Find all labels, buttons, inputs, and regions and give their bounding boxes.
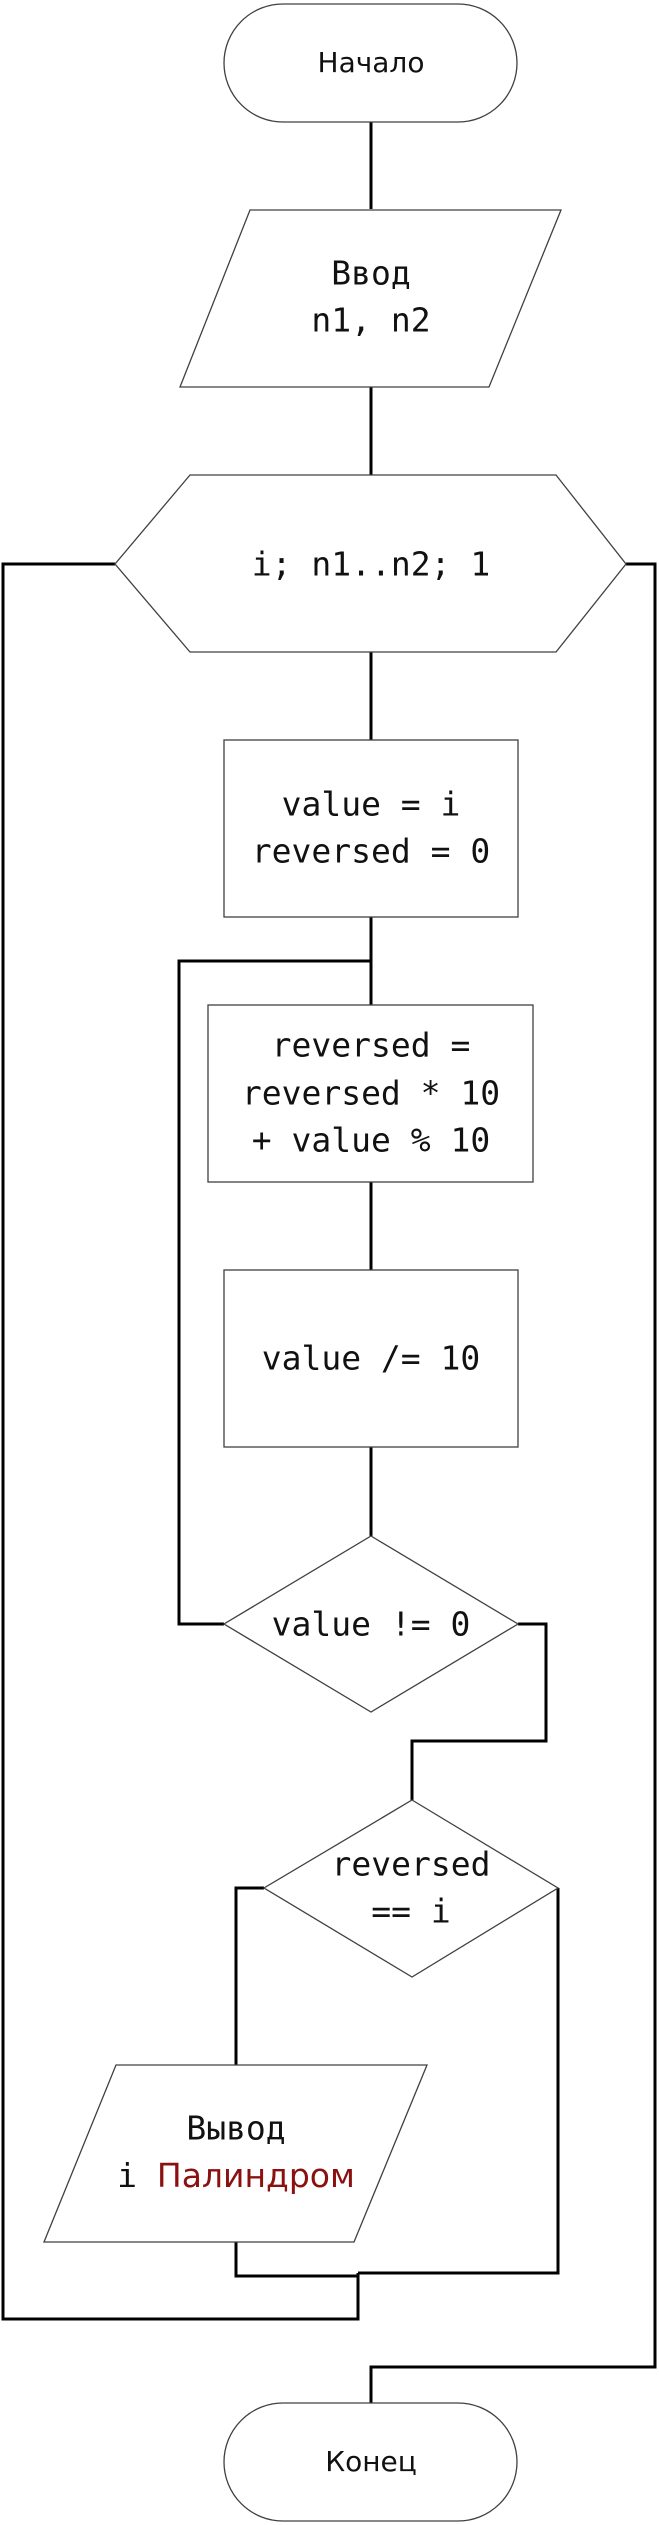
output-label-line1: Вывод xyxy=(186,2109,285,2148)
connector-inner-loop-back xyxy=(177,959,371,1626)
init-shape xyxy=(223,739,519,918)
output-shape xyxy=(43,2064,428,2243)
init-process: value = i reversed = 0 xyxy=(223,739,519,918)
loop-header-label: i; n1..n2; 1 xyxy=(252,545,490,584)
reversed-condition-line2: == i xyxy=(371,1892,450,1931)
value-condition: value != 0 xyxy=(222,1535,520,1713)
connector-to-reversed-check xyxy=(410,1622,548,1800)
output-block: Вывод i Палиндром xyxy=(43,2064,428,2243)
divide-shape xyxy=(223,1269,519,1448)
loop-header: i; n1..n2; 1 xyxy=(114,474,627,653)
reversed-condition-line1: reversed xyxy=(332,1845,491,1884)
start-terminator: Начало xyxy=(223,3,518,123)
loop-header-shape xyxy=(114,474,627,653)
connector-no-to-merge xyxy=(358,1888,560,2275)
connector-output-to-merge xyxy=(234,2242,358,2278)
output-text: Палиндром xyxy=(157,2156,355,2195)
end-label: Конец xyxy=(325,2445,417,2478)
value-condition-shape xyxy=(222,1535,520,1713)
init-label-line2: reversed = 0 xyxy=(252,832,490,871)
end-terminator: Конец xyxy=(223,2402,518,2522)
reversed-condition: reversed == i xyxy=(262,1799,560,1978)
init-label-line1: value = i xyxy=(282,785,461,824)
compute-label-line2: reversed * 10 xyxy=(242,1074,500,1113)
output-var: i xyxy=(117,2156,157,2195)
input-shape xyxy=(179,209,562,388)
output-label-line2: i Палиндром xyxy=(117,2156,355,2195)
connector-loop-back-to-header xyxy=(1,562,360,2321)
divide-process: value /= 10 xyxy=(223,1269,519,1448)
compute-process: reversed = reversed * 10 + value % 10 xyxy=(207,1004,534,1183)
input-label-line2: n1, n2 xyxy=(311,301,430,340)
input-label-line1: Ввод xyxy=(331,254,410,293)
end-shape xyxy=(223,2402,518,2522)
connectors xyxy=(1,122,657,2403)
start-label: Начало xyxy=(318,46,425,79)
compute-label-line1: reversed = xyxy=(272,1026,471,1065)
value-condition-label: value != 0 xyxy=(272,1605,471,1644)
compute-label-line3: + value % 10 xyxy=(252,1121,490,1160)
divide-label: value /= 10 xyxy=(262,1339,481,1378)
input-block: Ввод n1, n2 xyxy=(179,209,562,388)
connector-loop-exit-to-end xyxy=(369,562,657,2403)
reversed-condition-shape xyxy=(262,1799,560,1978)
connector-yes-to-output xyxy=(234,1886,264,2065)
compute-shape xyxy=(207,1004,534,1183)
start-shape xyxy=(223,3,518,123)
